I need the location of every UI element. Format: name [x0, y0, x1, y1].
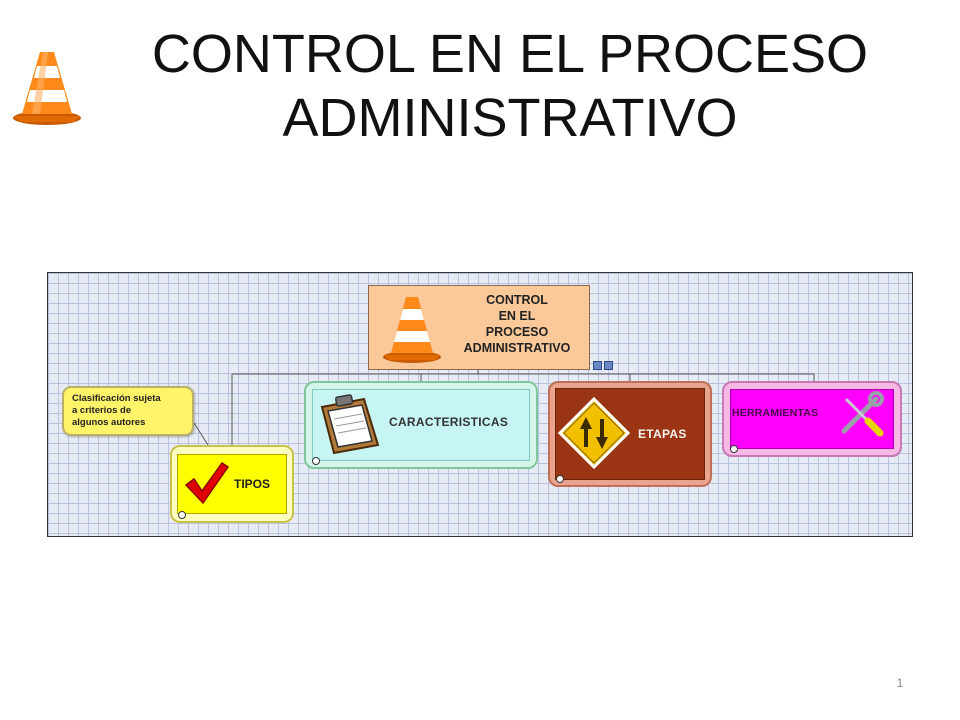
root-node-label: CONTROL EN EL PROCESO ADMINISTRATIVO — [463, 293, 571, 355]
node-etapas[interactable]: ETAPAS — [548, 381, 712, 487]
node-tipos-label: TIPOS — [234, 477, 271, 491]
clipboard-icon — [320, 394, 380, 455]
expand-toggle[interactable] — [312, 457, 320, 465]
slide-title-line-1: CONTROL EN EL PROCESO — [151, 24, 869, 84]
traffic-cone-icon — [383, 297, 441, 363]
expand-toggle[interactable] — [178, 511, 186, 519]
expand-toggle[interactable] — [556, 475, 564, 483]
mind-map-diagram: CONTROL EN EL PROCESO ADMINISTRATIVO Cla… — [47, 272, 913, 537]
traffic-cone-icon — [13, 52, 81, 125]
node-caracteristicas-label: CARACTERISTICAS — [389, 415, 509, 429]
link-icon[interactable] — [604, 361, 613, 370]
node-herramientas-label: HERRAMIENTAS — [732, 407, 819, 419]
root-node-toolbar[interactable] — [593, 357, 619, 370]
slide-title-line-2: ADMINISTRATIVO — [282, 88, 738, 148]
slide-number: 1 — [896, 676, 904, 690]
node-tipos[interactable]: TIPOS — [170, 445, 294, 523]
note-icon[interactable] — [593, 361, 602, 370]
node-caracteristicas[interactable]: CARACTERISTICAS — [304, 381, 538, 469]
expand-toggle[interactable] — [730, 445, 738, 453]
up-down-arrows-sign-icon — [558, 397, 630, 469]
node-herramientas[interactable]: HERRAMIENTAS — [722, 381, 902, 457]
wrench-screwdriver-icon — [841, 391, 884, 437]
node-tipos-body — [177, 454, 287, 514]
root-node-control[interactable]: CONTROL EN EL PROCESO ADMINISTRATIVO — [368, 285, 590, 370]
connector-lines — [193, 370, 815, 446]
checkmark-icon — [184, 461, 230, 505]
callout-note[interactable]: Clasificación sujeta a criterios de algu… — [62, 386, 194, 436]
slide-title: CONTROL EN EL PROCESO ADMINISTRATIVO — [100, 22, 920, 150]
node-etapas-label: ETAPAS — [638, 427, 687, 441]
callout-text: Clasificación sujeta a criterios de algu… — [72, 393, 161, 428]
